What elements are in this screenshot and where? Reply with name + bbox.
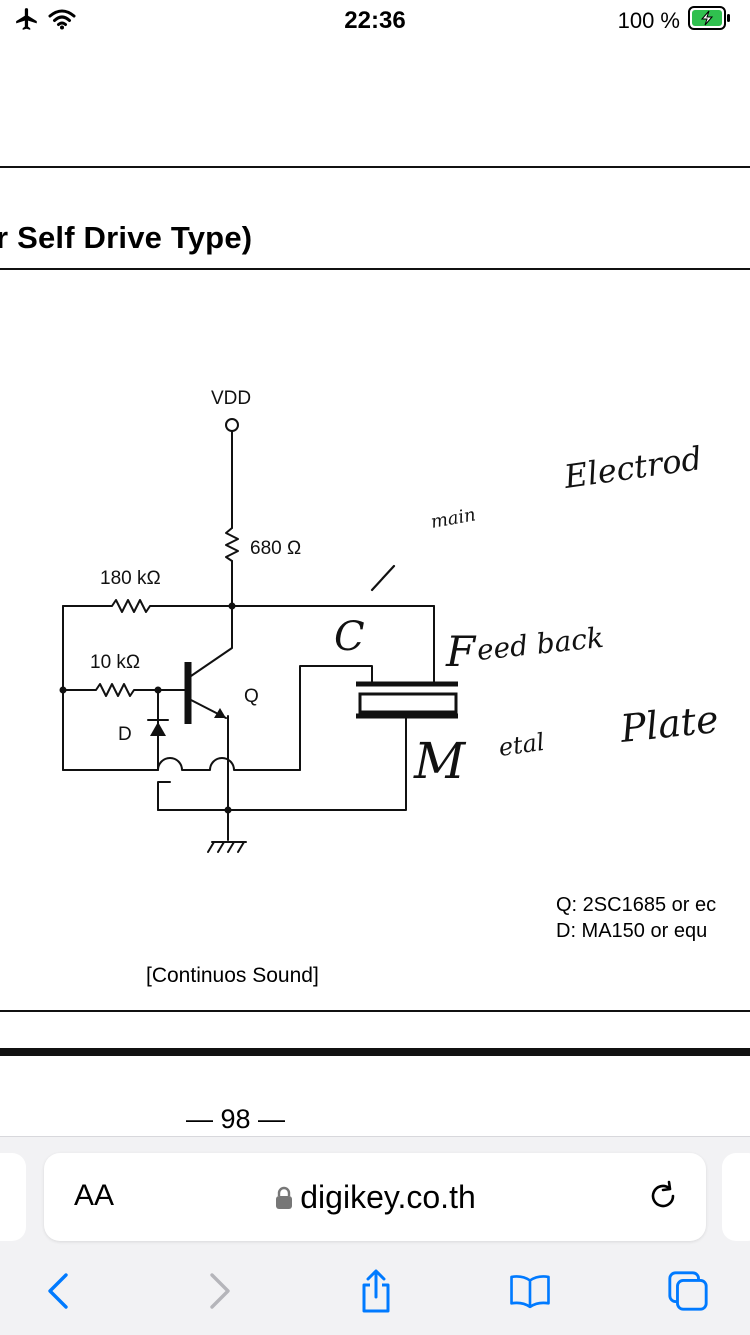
legend-q: Q: 2SC1685 or ec: [556, 894, 717, 916]
figure-caption: [Continuos Sound]: [146, 964, 319, 987]
url-text: digikey.co.th: [300, 1179, 476, 1215]
vdd-terminal: [225, 418, 239, 432]
legend-d: D: MA150 or equ: [556, 920, 708, 942]
book-icon: [510, 1275, 550, 1309]
battery-charging-icon: [688, 6, 732, 36]
back-button[interactable]: [36, 1269, 80, 1313]
page-title: r Self Drive Type): [0, 220, 253, 255]
battery-percent: 100 %: [617, 8, 680, 33]
transistor-collector: [190, 605, 233, 677]
bottom-rule: [0, 1010, 750, 1012]
vdd-label: VDD: [211, 388, 251, 409]
tabs-button[interactable]: [666, 1269, 710, 1313]
transistor-label: Q: [244, 686, 259, 707]
tabs-icon: [668, 1271, 708, 1311]
handwritten-m-mark: M: [413, 732, 467, 790]
status-left: [14, 6, 76, 37]
page-number: — 98 —: [186, 1104, 286, 1134]
url-display[interactable]: digikey.co.th: [44, 1179, 706, 1218]
lock-icon: [274, 1181, 294, 1218]
share-icon: [362, 1269, 390, 1313]
bookmarks-button[interactable]: [508, 1269, 552, 1313]
resistor-180k-label: 180 kΩ: [100, 568, 161, 589]
diode-label: D: [118, 724, 132, 745]
resistor-10k-label: 10 kΩ: [90, 652, 140, 673]
crossover-wire: [62, 757, 301, 771]
diode-to-ground: [157, 781, 171, 811]
handwritten-metal: etal: [497, 728, 546, 762]
node-ground: [224, 806, 232, 814]
handwritten-main: main: [429, 504, 477, 533]
resistor-680: [225, 527, 239, 562]
emitter-arrow: [214, 708, 226, 718]
chevron-right-icon: [210, 1273, 230, 1309]
ground-symbol: [207, 841, 247, 853]
previous-tab-card[interactable]: [0, 1153, 26, 1241]
diode-triangle: [150, 722, 166, 736]
handwritten-feedback: eed back: [475, 621, 605, 667]
share-button[interactable]: [354, 1269, 398, 1313]
resistor-680-label: 680 Ω: [250, 538, 301, 559]
title-rule: [0, 268, 750, 270]
status-time: 22:36: [344, 7, 406, 34]
resistor-180k: [62, 599, 233, 613]
address-bar[interactable]: AA digikey.co.th: [44, 1153, 706, 1241]
next-tab-card[interactable]: [722, 1153, 750, 1241]
c-electrode-wire: [299, 665, 373, 771]
forward-button[interactable]: [198, 1269, 242, 1313]
airplane-icon: [14, 6, 40, 37]
wifi-icon: [48, 8, 76, 35]
handwritten-f-mark: F: [445, 627, 477, 676]
document-page: r Self Drive Type) VDD 680 Ω 180 kΩ 10 k…: [0, 44, 750, 1136]
status-right: 100 %: [618, 6, 732, 36]
status-bar: 22:36 100 %: [0, 0, 750, 44]
schematic-diagram: VDD 680 Ω 180 kΩ 10 kΩ Q D: [59, 388, 721, 853]
thick-rule: [0, 1048, 750, 1056]
handwritten-c-mark: C: [334, 614, 365, 660]
browser-toolbar: [0, 1259, 750, 1319]
handwritten-plate: Plate: [617, 697, 720, 751]
piezo-ceramic: [358, 692, 458, 714]
top-rule: [0, 166, 750, 168]
chevron-left-icon: [48, 1273, 68, 1309]
handwritten-electrode: Electrod: [561, 439, 704, 496]
resistor-10k: [62, 683, 187, 697]
reload-icon[interactable]: [646, 1179, 680, 1218]
reader-aa-button[interactable]: AA: [74, 1179, 115, 1212]
bottom-wire: [157, 715, 407, 811]
handwritten-stroke: [370, 564, 396, 592]
browser-bottom-bar: AA digikey.co.th: [0, 1136, 750, 1335]
